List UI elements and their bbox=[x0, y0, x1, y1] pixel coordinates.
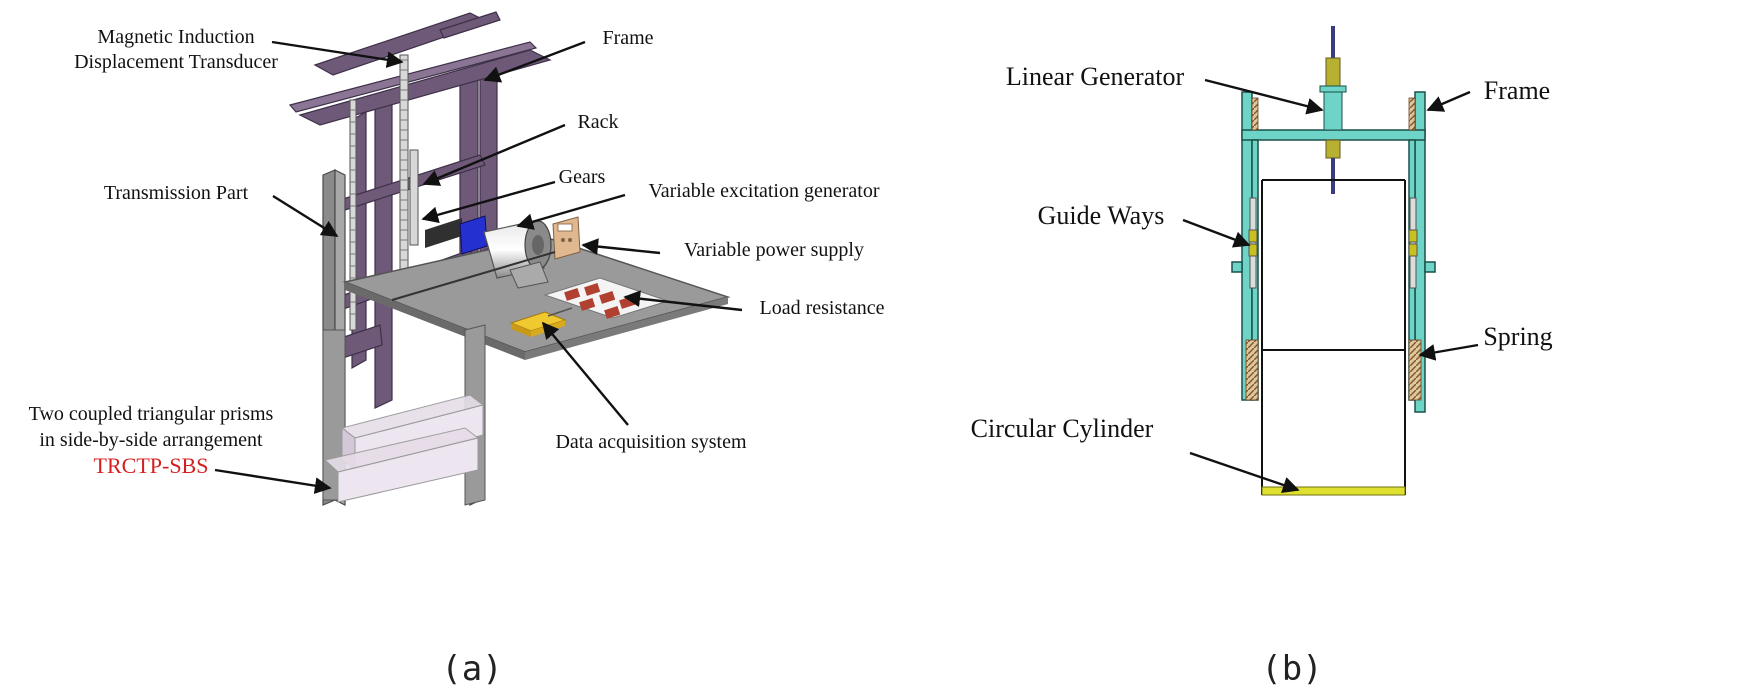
arrow-prisms bbox=[214, 468, 332, 494]
arrow-load-resistance bbox=[623, 290, 743, 312]
label-circular-cylinder: Circular Cylinder bbox=[971, 414, 1154, 443]
label-rack: Rack bbox=[577, 111, 618, 133]
label-prisms-line1: Two coupled triangular prisms bbox=[29, 403, 274, 425]
label-variable-power: Variable power supply bbox=[684, 239, 864, 261]
label-variable-excitation: Variable excitation generator bbox=[649, 180, 880, 202]
caption-a: (a) bbox=[441, 649, 502, 689]
arrow-gears bbox=[421, 180, 556, 224]
arrow-circular-cylinder bbox=[1189, 451, 1300, 494]
label-prisms-code: TRCTP-SBS bbox=[94, 453, 209, 478]
label-load-resistance: Load resistance bbox=[760, 297, 885, 319]
top-spring-left bbox=[1251, 97, 1259, 131]
inner-moving-frame bbox=[1261, 179, 1406, 495]
label-linear-generator: Linear Generator bbox=[1006, 62, 1185, 91]
label-data-acquisition: Data acquisition system bbox=[555, 431, 747, 453]
top-spring-right bbox=[1408, 97, 1416, 131]
arrow-rack bbox=[422, 123, 566, 186]
label-frame-a: Frame bbox=[602, 27, 653, 49]
label-magnetic-line2: Displacement Transducer bbox=[74, 51, 278, 73]
rack-teeth bbox=[350, 59, 408, 315]
arrow-linear-generator bbox=[1204, 78, 1324, 115]
label-magnetic-line1: Magnetic Induction bbox=[97, 26, 254, 48]
arrow-data-acquisition bbox=[541, 321, 629, 426]
circular-cylinder-b bbox=[1261, 486, 1406, 496]
panel-a-apparatus: Magnetic Induction Displacement Transduc… bbox=[29, 11, 885, 689]
triangular-prisms bbox=[323, 394, 485, 503]
variable-power-supply bbox=[552, 216, 581, 260]
label-gears: Gears bbox=[559, 166, 606, 188]
arrow-frame-a bbox=[483, 40, 586, 83]
arrow-transmission bbox=[272, 194, 339, 238]
label-spring: Spring bbox=[1483, 322, 1552, 351]
panel-b-schematic: Linear Generator Frame Guide Ways Spring… bbox=[971, 26, 1553, 689]
arrow-frame-b bbox=[1426, 90, 1471, 112]
plate-rod bbox=[391, 251, 556, 301]
label-transmission: Transmission Part bbox=[104, 182, 249, 204]
arrow-magnetic bbox=[271, 40, 404, 69]
spring-right bbox=[1408, 339, 1422, 401]
label-prisms-line2: in side-by-side arrangement bbox=[39, 429, 263, 451]
linear-generator-b bbox=[1319, 26, 1347, 194]
arrow-spring bbox=[1418, 343, 1479, 361]
load-resistance bbox=[543, 277, 670, 319]
label-frame-b: Frame bbox=[1484, 76, 1550, 105]
variable-excitation-generator bbox=[483, 220, 552, 289]
caption-b: (b) bbox=[1261, 649, 1322, 689]
arrow-variable-excitation bbox=[516, 193, 626, 230]
support-plate-edge-right bbox=[525, 297, 728, 360]
arrow-guide-ways bbox=[1182, 218, 1251, 248]
label-guide-ways: Guide Ways bbox=[1038, 201, 1165, 230]
shaft bbox=[425, 215, 488, 255]
arrow-variable-power bbox=[581, 238, 661, 255]
guide-ways bbox=[1248, 197, 1418, 289]
spring-left bbox=[1245, 339, 1259, 401]
